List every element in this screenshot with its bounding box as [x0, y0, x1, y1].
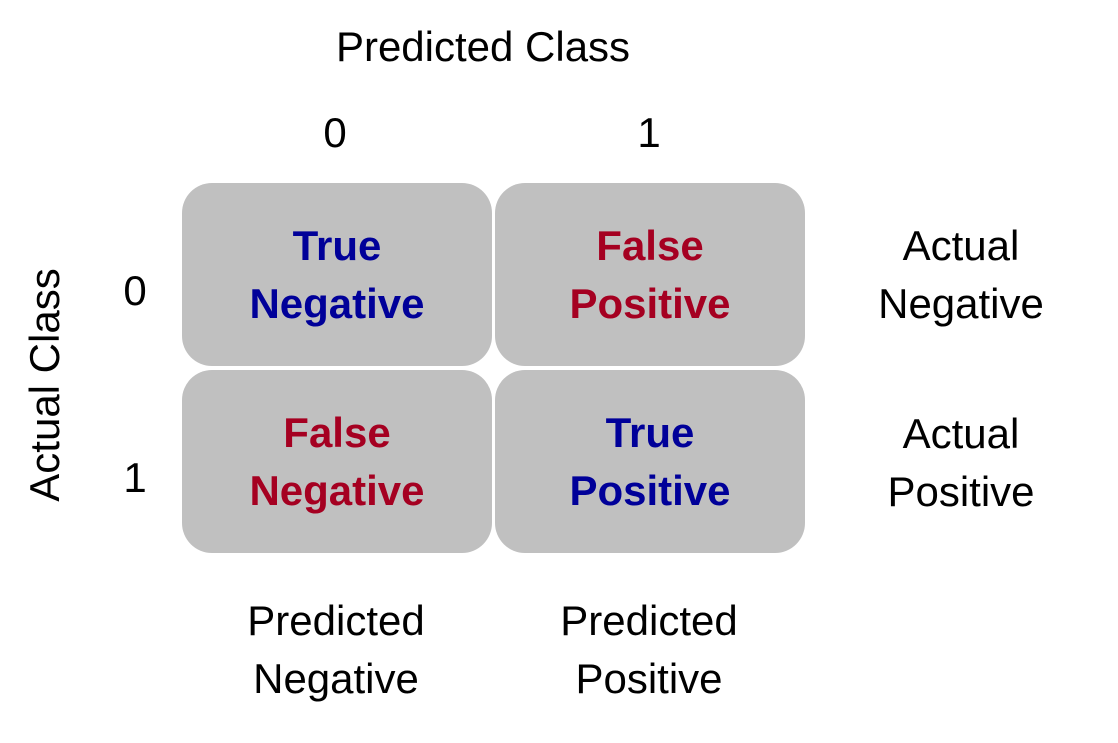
cell-false-negative: False Negative: [182, 370, 492, 553]
cell-label-line2: Negative: [249, 279, 425, 327]
actual-tick-1: 1: [123, 454, 147, 501]
label-line1: Actual: [902, 410, 1020, 457]
cell-label-line2: Positive: [569, 466, 731, 514]
predicted-positive-label: Predicted Positive: [494, 592, 804, 708]
cell-label-line2: Negative: [249, 466, 425, 514]
actual-positive-label: Actual Positive: [846, 405, 1076, 521]
label-line1: Predicted: [247, 597, 425, 644]
predicted-class-title: Predicted Class: [335, 23, 631, 70]
label-line2: Negative: [878, 280, 1044, 327]
label-line1: Actual: [902, 222, 1020, 269]
label-line2: Negative: [253, 655, 419, 702]
cell-true-positive: True Positive: [495, 370, 805, 553]
actual-negative-label: Actual Negative: [846, 217, 1076, 333]
predicted-tick-1: 1: [637, 109, 661, 156]
cell-label-line1: True: [605, 408, 695, 456]
label-line2: Positive: [575, 655, 723, 702]
label-line1: Predicted: [560, 597, 738, 644]
predicted-tick-0: 0: [323, 109, 347, 156]
cell-false-positive: False Positive: [495, 183, 805, 366]
cell-label-line1: True: [292, 221, 382, 269]
predicted-negative-label: Predicted Negative: [181, 592, 491, 708]
cell-label-line1: False: [283, 408, 391, 456]
cell-label-line2: Positive: [569, 279, 731, 327]
cell-true-negative: True Negative: [182, 183, 492, 366]
actual-class-title: Actual Class: [21, 268, 68, 502]
label-line2: Positive: [887, 468, 1035, 515]
cell-label-line1: False: [596, 221, 704, 269]
actual-tick-0: 0: [123, 267, 147, 314]
